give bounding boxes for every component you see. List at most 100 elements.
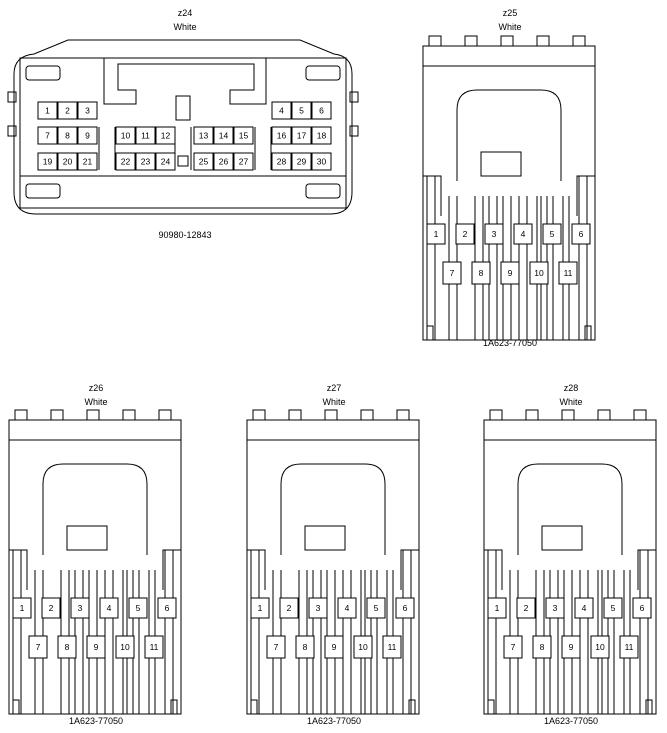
pin-z24-24: 24 xyxy=(161,157,171,167)
pin-z27-11: 11 xyxy=(388,642,397,652)
pin-z28-11: 11 xyxy=(625,642,634,652)
pin-z25-10: 10 xyxy=(534,268,544,278)
pin-z28-2-box xyxy=(516,597,536,619)
lock-tab-tr xyxy=(305,65,341,81)
pin-z24-7-box xyxy=(37,126,58,145)
pin-z28-9-box xyxy=(561,635,581,659)
pin-z25-8-box xyxy=(471,261,491,285)
pin-z25-5: 5 xyxy=(550,229,555,239)
window-frame xyxy=(517,463,623,555)
bottom-tab-0 xyxy=(426,325,434,341)
pin-z24-3-box xyxy=(77,101,98,120)
connector-color-z26: White xyxy=(84,397,108,407)
pin-z25-6-box xyxy=(571,223,591,245)
pin-z27-7: 7 xyxy=(274,642,279,652)
part-number-z25: 1A623-77050 xyxy=(482,338,538,348)
pin-z26-4: 4 xyxy=(107,603,112,613)
pin-z24-17-box xyxy=(291,126,312,145)
pin-z24-13-box xyxy=(193,126,214,145)
bottom-tab-1 xyxy=(584,325,592,341)
top-tooth-3 xyxy=(360,409,374,420)
pin-z27-6-box xyxy=(395,597,415,619)
pin-z24-17: 17 xyxy=(297,131,307,141)
pin-z27-10: 10 xyxy=(358,642,368,652)
connector-body xyxy=(8,419,182,715)
pin-z28-5-box xyxy=(603,597,623,619)
pin-z24-30-box xyxy=(311,152,332,171)
left-shoulder xyxy=(423,175,442,216)
pin-z26-3: 3 xyxy=(78,603,83,613)
polarity-mark xyxy=(177,155,189,167)
top-tooth-2 xyxy=(561,409,575,420)
pin-z25-3-box xyxy=(484,223,504,245)
pin-z24-21: 21 xyxy=(83,157,93,167)
pin-z26-5: 5 xyxy=(136,603,141,613)
pin-z27-5: 5 xyxy=(374,603,379,613)
pin-z26-9: 9 xyxy=(94,642,99,652)
pin-z24-9-box xyxy=(77,126,98,145)
top-tooth-1 xyxy=(288,409,302,420)
pin-z25-9-box xyxy=(500,261,520,285)
part-number-z28: 1A623-77050 xyxy=(543,716,599,726)
pin-z28-8: 8 xyxy=(540,642,545,652)
connector-body xyxy=(246,419,420,715)
pin-z26-3-box xyxy=(70,597,90,619)
top-tooth-2 xyxy=(500,35,514,46)
pin-z26-8-box xyxy=(57,635,77,659)
pin-z26-6: 6 xyxy=(165,603,170,613)
connector-color-z24: White xyxy=(173,22,197,32)
pin-z28-2: 2 xyxy=(524,603,529,613)
window-frame xyxy=(42,463,148,555)
connector-color-z25: White xyxy=(498,22,522,32)
pin-z24-26-box xyxy=(213,152,234,171)
pin-z28-9: 9 xyxy=(569,642,574,652)
left-ear-bot xyxy=(7,125,17,137)
pin-z24-8: 8 xyxy=(65,131,70,141)
pin-z24-2: 2 xyxy=(65,106,70,116)
pin-z24-22: 22 xyxy=(121,157,131,167)
connector-id-z28: z28 xyxy=(563,383,579,393)
pin-z24-28: 28 xyxy=(277,157,287,167)
pin-z24-16-box xyxy=(271,126,292,145)
pin-z28-7-box xyxy=(503,635,523,659)
pin-z25-9: 9 xyxy=(508,268,513,278)
pin-z24-13: 13 xyxy=(199,131,209,141)
connector-body xyxy=(13,39,353,215)
pin-z26-11: 11 xyxy=(150,642,159,652)
key-block xyxy=(304,525,346,551)
pin-z24-8-box xyxy=(57,126,78,145)
pin-z26-11-box xyxy=(144,635,164,659)
pin-z27-8: 8 xyxy=(303,642,308,652)
top-tooth-0 xyxy=(252,409,266,420)
pin-z24-29-box xyxy=(291,152,312,171)
lock-tab-br xyxy=(305,183,341,199)
pin-z25-1: 1 xyxy=(434,229,439,239)
top-tooth-1 xyxy=(525,409,539,420)
connector-id-z25: z25 xyxy=(502,8,518,18)
pin-z24-15-box xyxy=(233,126,254,145)
pin-z24-4: 4 xyxy=(279,106,284,116)
bottom-tab-1 xyxy=(170,699,178,715)
pin-z26-4-box xyxy=(99,597,119,619)
pin-z24-12: 12 xyxy=(161,131,171,141)
part-number-z24: 90980-12843 xyxy=(158,230,212,240)
bottom-tab-1 xyxy=(408,699,416,715)
pin-z27-2-box xyxy=(279,597,299,619)
top-tooth-0 xyxy=(14,409,28,420)
pin-z26-1-box xyxy=(12,597,32,619)
pin-z26-1: 1 xyxy=(20,603,25,613)
latch-frame xyxy=(103,58,267,105)
window-frame xyxy=(456,89,562,181)
pin-z26-9-box xyxy=(86,635,106,659)
pin-z25-10-box xyxy=(529,261,549,285)
right-shoulder xyxy=(637,549,656,590)
pin-z27-11-box xyxy=(382,635,402,659)
pin-z24-3: 3 xyxy=(85,106,90,116)
pin-z24-28-box xyxy=(271,152,292,171)
pin-z24-14-box xyxy=(213,126,234,145)
pin-z26-6-box xyxy=(157,597,177,619)
pin-z25-4-box xyxy=(513,223,533,245)
pin-z28-3: 3 xyxy=(553,603,558,613)
pin-z26-10: 10 xyxy=(120,642,130,652)
